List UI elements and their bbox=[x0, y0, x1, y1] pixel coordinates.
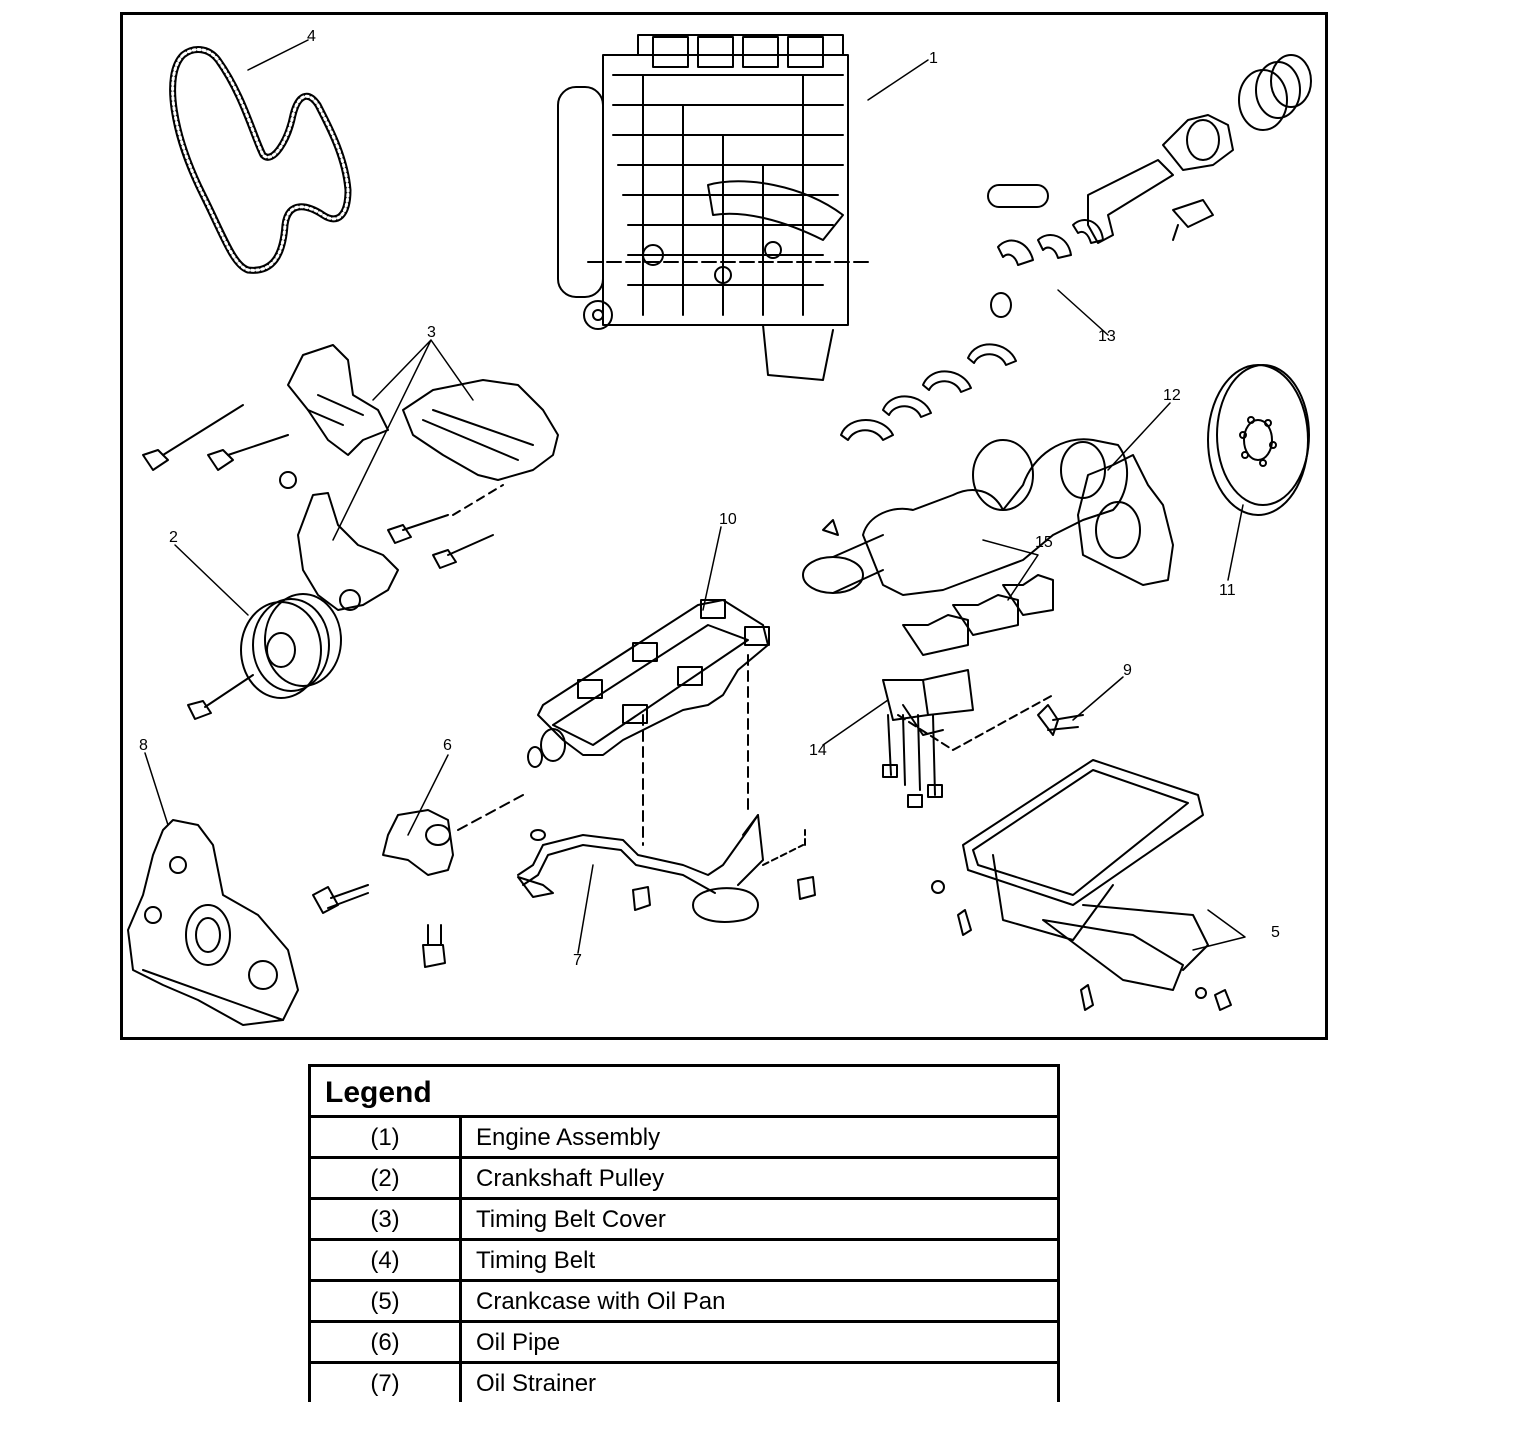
legend-number: (1) bbox=[308, 1115, 462, 1159]
callout-12: 12 bbox=[1163, 387, 1181, 404]
legend-row: (1) Engine Assembly bbox=[308, 1115, 1060, 1159]
bearing-caps-drawing bbox=[882, 574, 1084, 808]
timing-belt-cover-drawing bbox=[142, 344, 559, 611]
rear-seal-housing-drawing bbox=[1077, 454, 1174, 586]
legend-header-row: Legend bbox=[308, 1064, 1060, 1118]
engine-assembly-drawing bbox=[557, 34, 869, 381]
callout-7: 7 bbox=[573, 952, 582, 969]
crankshaft-pulley-drawing bbox=[187, 593, 342, 720]
legend-label: Timing Belt Cover bbox=[459, 1197, 1060, 1241]
legend-label: Crankcase with Oil Pan bbox=[459, 1279, 1060, 1323]
legend-number: (6) bbox=[308, 1320, 462, 1364]
callout-2: 2 bbox=[169, 529, 178, 546]
legend-row: (5) Crankcase with Oil Pan bbox=[308, 1279, 1060, 1323]
legend-row: (6) Oil Pipe bbox=[308, 1320, 1060, 1364]
legend-table: Legend (1) Engine Assembly (2) Crankshaf… bbox=[308, 1064, 1060, 1402]
legend-row: (3) Timing Belt Cover bbox=[308, 1197, 1060, 1241]
legend-number: (2) bbox=[308, 1156, 462, 1200]
legend-row: (4) Timing Belt bbox=[308, 1238, 1060, 1282]
legend-label: Oil Pipe bbox=[459, 1320, 1060, 1364]
callout-3: 3 bbox=[427, 324, 436, 341]
callout-9: 9 bbox=[1123, 662, 1132, 679]
bearing-bridge-drawing bbox=[527, 599, 770, 846]
piston-rod-drawing bbox=[987, 54, 1312, 318]
timing-belt-drawing bbox=[169, 46, 352, 274]
legend-number: (3) bbox=[308, 1197, 462, 1241]
leader-lines bbox=[144, 39, 1246, 954]
legend-label: Oil Strainer bbox=[459, 1361, 1060, 1402]
legend-row: (7) Oil Strainer bbox=[308, 1361, 1060, 1402]
callout-4: 4 bbox=[307, 28, 316, 45]
legend-label: Crankshaft Pulley bbox=[459, 1156, 1060, 1200]
exploded-engine-diagram: 1 2 3 4 5 6 7 8 9 10 11 12 13 14 15 bbox=[120, 12, 1328, 1040]
legend-label: Engine Assembly bbox=[459, 1115, 1060, 1159]
front-cover-drawing bbox=[127, 819, 299, 1026]
legend-title: Legend bbox=[308, 1064, 1060, 1118]
oil-strainer-drawing bbox=[517, 814, 816, 923]
oil-pipe-drawing bbox=[312, 794, 524, 968]
callout-5: 5 bbox=[1271, 924, 1280, 941]
legend-number: (7) bbox=[308, 1361, 462, 1402]
callout-8: 8 bbox=[139, 737, 148, 754]
callout-11: 11 bbox=[1219, 582, 1236, 599]
callout-15: 15 bbox=[1035, 534, 1053, 551]
legend-row: (2) Crankshaft Pulley bbox=[308, 1156, 1060, 1200]
oil-pan-drawing bbox=[931, 759, 1232, 1011]
diagram-artwork bbox=[127, 34, 1312, 1026]
legend-number: (4) bbox=[308, 1238, 462, 1282]
legend-label: Timing Belt bbox=[459, 1238, 1060, 1282]
legend-number: (5) bbox=[308, 1279, 462, 1323]
bearing-shells-drawing bbox=[840, 343, 1017, 441]
callout-1: 1 bbox=[929, 50, 938, 67]
callout-14: 14 bbox=[809, 742, 827, 759]
callout-6: 6 bbox=[443, 737, 452, 754]
callout-10: 10 bbox=[719, 511, 737, 528]
crankshaft-drawing bbox=[802, 438, 1129, 596]
flywheel-drawing bbox=[1207, 364, 1310, 516]
callout-13: 13 bbox=[1098, 328, 1116, 345]
